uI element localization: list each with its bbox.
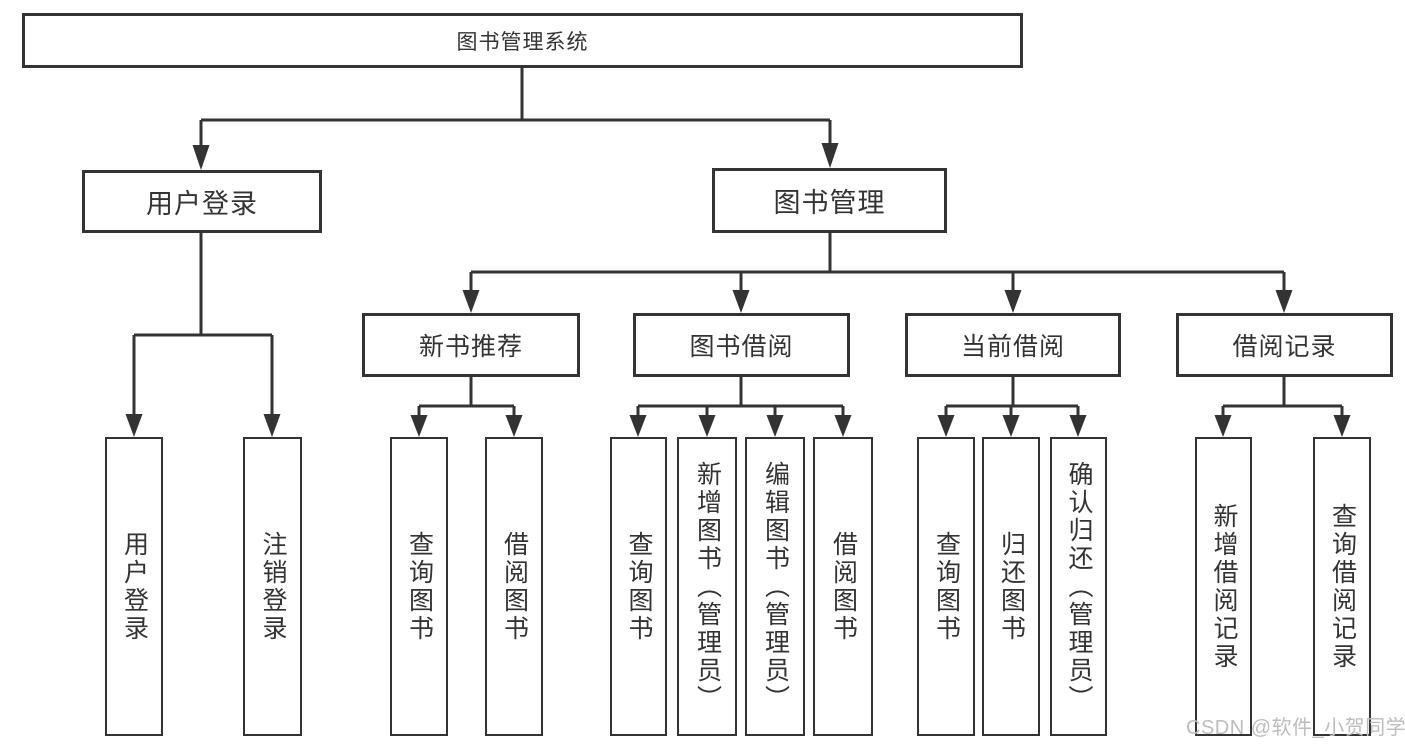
node-label: 新书推荐 [418,333,523,361]
leaf-label: 查询图书 [625,530,653,643]
leaf-borrow-borrow-book: 借阅图书 [813,437,873,736]
connector-book-management-children [462,233,1293,313]
leaf-logout: 注销登录 [243,437,302,736]
leaf-label: 借阅图书 [829,530,858,643]
connector-user-login-children [125,233,281,437]
connector-new-book-recommend-children [410,377,523,437]
node-new-book-recommend: 新书推荐 [362,313,580,377]
node-book-borrow: 图书借阅 [633,313,850,377]
node-label: 当前借阅 [960,333,1065,361]
node-book-management: 图书管理 [712,168,947,233]
node-label: 图书管理 [773,188,886,218]
leaf-borrow-edit-book: 编辑图书（管理员） [745,437,805,736]
node-label: 图书管理系统 [456,30,589,54]
leaf-borrow-add-book: 新增图书（管理员） [677,437,737,736]
leaf-label: 查询借阅记录 [1328,502,1357,671]
leaf-borrow-query-book: 查询图书 [610,437,667,736]
leaf-user-login: 用户登录 [105,437,163,736]
leaf-current-confirm-return: 确认归还（管理员） [1050,437,1107,736]
node-label: 用户登录 [146,189,258,219]
node-label: 图书借阅 [689,333,794,361]
leaf-record-query: 查询借阅记录 [1313,437,1371,736]
leaf-label: 借阅图书 [500,530,529,643]
leaf-label: 查询图书 [405,530,434,643]
node-root: 图书管理系统 [22,13,1023,68]
node-current-borrow: 当前借阅 [905,313,1121,377]
watermark: CSDN @软件_小贺同学 [1186,717,1405,739]
leaf-recommend-borrow-book: 借阅图书 [485,437,543,736]
node-user-login: 用户登录 [82,170,322,233]
connector-root-to-level2 [192,68,839,170]
connector-book-borrow-children [629,377,852,437]
leaf-current-query-book: 查询图书 [917,437,975,736]
leaf-label: 用户登录 [120,530,149,643]
leaf-current-return-book: 归还图书 [982,437,1040,736]
connector-current-borrow-children [937,377,1087,437]
leaf-label: 查询图书 [932,530,961,643]
node-label: 借阅记录 [1232,333,1337,361]
leaf-label: 归还图书 [997,530,1026,643]
leaf-label: 确认归还（管理员） [1065,460,1093,713]
leaf-record-add: 新增借阅记录 [1195,437,1252,736]
leaf-label: 新增借阅记录 [1210,502,1238,671]
leaf-label: 编辑图书（管理员） [761,460,790,713]
leaf-recommend-query-book: 查询图书 [390,437,448,736]
leaf-label: 新增图书（管理员） [693,460,722,713]
leaf-label: 注销登录 [259,530,287,643]
node-borrow-records: 借阅记录 [1176,313,1393,377]
connector-borrow-records-children [1214,377,1351,437]
